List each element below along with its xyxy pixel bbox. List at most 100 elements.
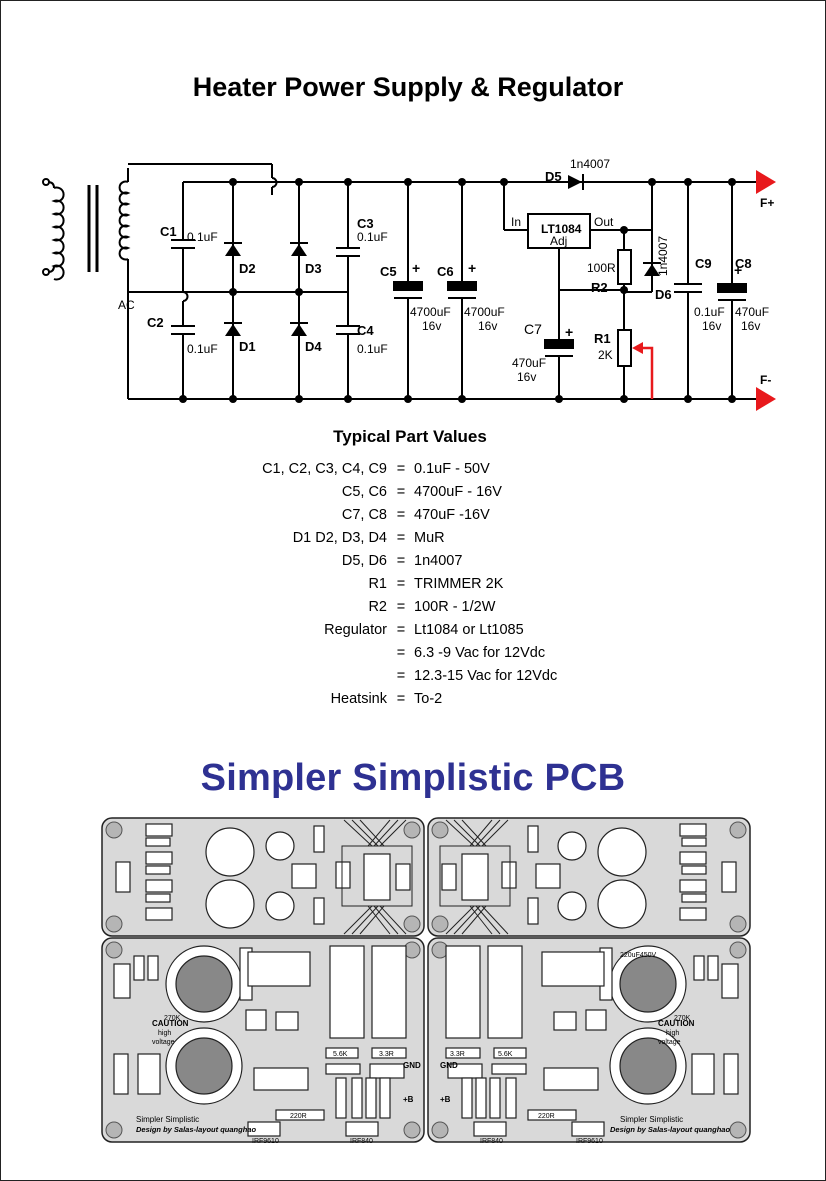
svg-text:C6: C6 <box>437 264 454 279</box>
page-title: Heater Power Supply & Regulator <box>192 72 624 102</box>
part-label: C7, C8 <box>341 507 387 523</box>
label-ac: AC <box>118 298 135 312</box>
part-label: D5, D6 <box>341 553 387 569</box>
part-equals: = <box>396 668 406 684</box>
svg-text:C9: C9 <box>695 256 712 271</box>
part-equals: = <box>396 484 406 500</box>
svg-text:+B: +B <box>403 1095 414 1104</box>
svg-text:16v: 16v <box>517 370 536 384</box>
svg-text:CAUTION: CAUTION <box>152 1019 189 1028</box>
svg-text:R1: R1 <box>594 331 611 346</box>
part-label: C1, C2, C3, C4, C9 <box>262 461 387 477</box>
svg-text:Out: Out <box>594 215 614 229</box>
part-value: 1n4007 <box>414 553 463 569</box>
part-row: Heatsink=To-2 <box>0 691 826 713</box>
part-equals: = <box>396 461 406 477</box>
svg-text:C5: C5 <box>380 264 397 279</box>
part-row: C7, C8=470uF -16V <box>0 507 826 529</box>
part-value: 100R - 1/2W <box>414 599 496 615</box>
part-value: 0.1uF - 50V <box>414 461 490 477</box>
svg-text:16v: 16v <box>741 319 760 333</box>
svg-text:voltage: voltage <box>152 1039 175 1046</box>
part-equals: = <box>396 645 406 661</box>
part-equals: = <box>396 691 406 707</box>
svg-text:0.1uF: 0.1uF <box>187 342 218 356</box>
svg-text:220R: 220R <box>290 1113 307 1120</box>
part-label: D1 D2, D3, D4 <box>292 530 387 546</box>
svg-text:Design by Salas-layout quangha: Design by Salas-layout quanghao <box>136 1125 256 1134</box>
part-row: D1 D2, D3, D4 = MuR <box>0 530 826 552</box>
svg-text:high: high <box>158 1030 171 1037</box>
svg-text:C1: C1 <box>160 224 177 239</box>
svg-text:270K: 270K <box>164 1015 181 1022</box>
svg-text:270K: 270K <box>674 1015 691 1022</box>
svg-text:high: high <box>666 1030 679 1037</box>
part-value: MuR <box>414 530 445 546</box>
svg-text:R2: R2 <box>591 280 608 295</box>
part-label: R2 <box>368 599 387 615</box>
svg-text:+: + <box>565 324 573 340</box>
svg-text:0.1uF: 0.1uF <box>694 305 725 319</box>
fplus-arrow-icon <box>756 170 776 194</box>
svg-text:D3: D3 <box>305 261 322 276</box>
svg-text:D2: D2 <box>239 261 256 276</box>
pcb-layout-image: CAUTION high voltage 270K 5.6K 3.3R GND … <box>101 817 751 1145</box>
svg-text:1n4007: 1n4007 <box>656 236 670 276</box>
svg-text:+: + <box>412 260 420 276</box>
svg-text:4700uF: 4700uF <box>464 305 505 319</box>
svg-text:+: + <box>468 260 476 276</box>
svg-text:GND: GND <box>403 1061 421 1070</box>
part-equals: = <box>396 576 406 592</box>
part-value: Lt1084 or Lt1085 <box>414 622 524 638</box>
svg-text:D1: D1 <box>239 339 256 354</box>
d1-diode <box>225 324 241 336</box>
svg-text:C3: C3 <box>357 216 374 231</box>
svg-text:1n4007: 1n4007 <box>570 157 610 171</box>
svg-text:0.1uF: 0.1uF <box>187 230 218 244</box>
svg-text:IRF9610: IRF9610 <box>252 1138 279 1145</box>
part-row: = 12.3-15 Vac for 12Vdc <box>0 668 826 690</box>
part-equals: = <box>396 530 406 546</box>
svg-text:2K: 2K <box>598 348 613 362</box>
part-value: 12.3-15 Vac for 12Vdc <box>414 668 558 684</box>
svg-text:In: In <box>511 215 521 229</box>
part-label: R1 <box>368 576 387 592</box>
part-value: TRIMMER 2K <box>414 576 504 592</box>
d6-diode <box>644 264 660 276</box>
parts-title: Typical Part Values <box>333 427 487 446</box>
d2-diode <box>225 244 241 256</box>
d3-diode <box>291 244 307 256</box>
svg-text:F+: F+ <box>760 196 774 210</box>
svg-text:C8: C8 <box>735 256 752 271</box>
svg-text:IRF840: IRF840 <box>480 1138 503 1145</box>
d5-diode <box>568 175 582 189</box>
part-row: C1, C2, C3, C4, C9 = 0.1uF - 50V <box>0 461 826 483</box>
schematic-diagram: AC C1 0.1uF C2 0.1uF D2 D1 D3 D4 C3 0.1u… <box>42 157 776 411</box>
svg-text:voltage: voltage <box>658 1039 681 1046</box>
svg-text:C7: C7 <box>524 321 542 337</box>
svg-text:CAUTION: CAUTION <box>658 1019 695 1028</box>
part-label: C5, C6 <box>341 484 387 500</box>
svg-text:220R: 220R <box>538 1113 555 1120</box>
fminus-arrow-icon <box>756 387 776 411</box>
svg-text:0.1uF: 0.1uF <box>357 342 388 356</box>
svg-text:F-: F- <box>760 373 771 387</box>
svg-text:D4: D4 <box>305 339 322 354</box>
svg-text:Simpler Simplistic: Simpler Simplistic <box>620 1115 683 1124</box>
svg-text:470uF: 470uF <box>735 305 769 319</box>
part-value: 6.3 -9 Vac for 12Vdc <box>414 645 546 661</box>
part-row: = 6.3 -9 Vac for 12Vdc <box>0 645 826 667</box>
part-label: Regulator <box>324 622 387 638</box>
svg-text:LT1084: LT1084 <box>541 222 582 236</box>
svg-text:D6: D6 <box>655 287 672 302</box>
svg-text:16v: 16v <box>702 319 721 333</box>
part-row: Regulator = Lt1084 or Lt1085 <box>0 622 826 644</box>
svg-text:5.6K: 5.6K <box>498 1051 513 1058</box>
part-row: R2=100R - 1/2W <box>0 599 826 621</box>
svg-text:IRF840: IRF840 <box>350 1138 373 1145</box>
part-equals: = <box>396 622 406 638</box>
svg-text:D5: D5 <box>545 169 562 184</box>
d4-diode <box>291 324 307 336</box>
svg-text:220uF450V: 220uF450V <box>620 952 657 959</box>
svg-text:C4: C4 <box>357 323 374 338</box>
